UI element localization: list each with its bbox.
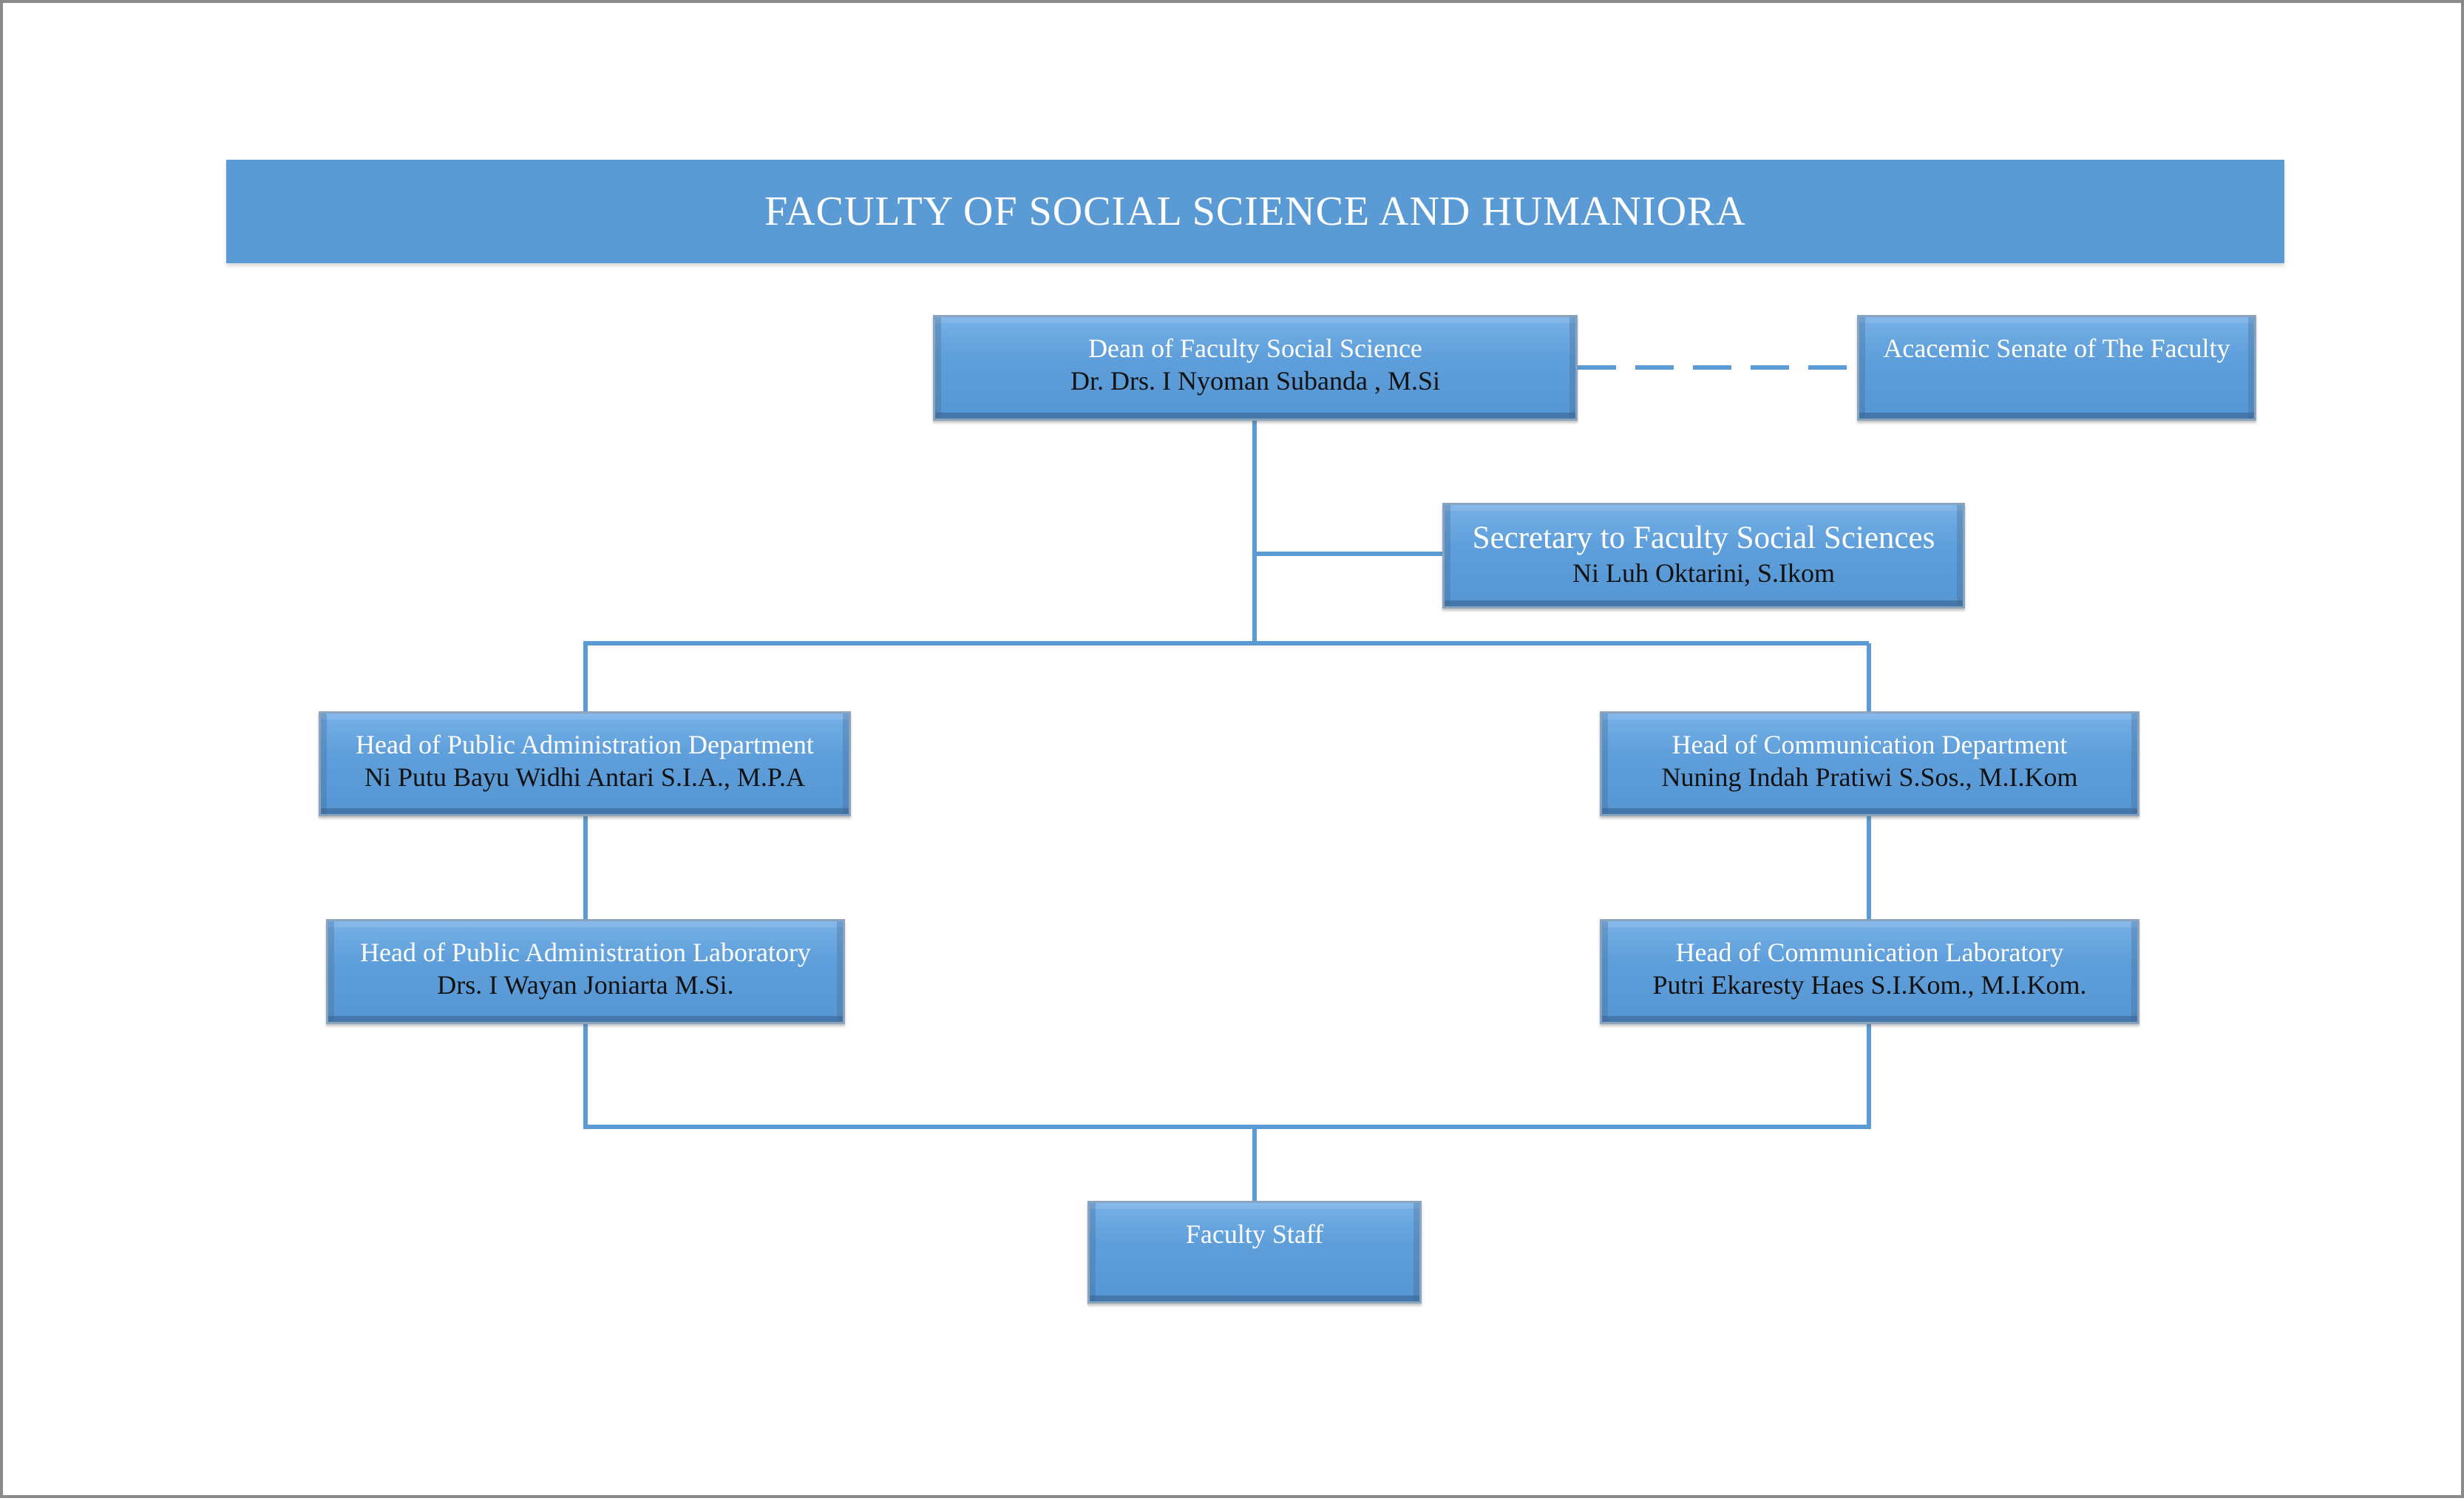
node-faculty-staff: Faculty Staff: [1087, 1201, 1422, 1304]
public-admin-dept-person: Ni Putu Bayu Widhi Antari S.I.A., M.P.A: [364, 762, 805, 792]
node-head-public-admin-lab: Head of Public Administration Laboratory…: [326, 919, 845, 1024]
secretary-role: Secretary to Faculty Social Sciences: [1472, 521, 1935, 555]
node-dean: Dean of Faculty Social Science Dr. Drs. …: [933, 315, 1578, 421]
node-head-public-admin-dept: Head of Public Administration Department…: [319, 711, 851, 816]
comm-lab-person: Putri Ekaresty Haes S.I.Kom., M.I.Kom.: [1652, 970, 2087, 1000]
secretary-person: Ni Luh Oktarini, S.Ikom: [1572, 558, 1835, 588]
dean-person: Dr. Drs. I Nyoman Subanda , M.Si: [1070, 366, 1440, 396]
chart-title-bar: FACULTY OF SOCIAL SCIENCE AND HUMANIORA: [226, 160, 2284, 263]
node-head-comm-dept: Head of Communication Department Nuning …: [1600, 711, 2139, 816]
node-head-comm-lab: Head of Communication Laboratory Putri E…: [1600, 919, 2139, 1024]
dean-role: Dean of Faculty Social Science: [1088, 333, 1422, 363]
node-academic-senate: Acacemic Senate of The Faculty: [1857, 315, 2256, 421]
comm-dept-role: Head of Communication Department: [1671, 730, 2068, 759]
connector-lines: [583, 365, 1871, 1201]
chart-title: FACULTY OF SOCIAL SCIENCE AND HUMANIORA: [764, 189, 1746, 234]
faculty-staff-role: Faculty Staff: [1185, 1219, 1324, 1249]
public-admin-lab-role: Head of Public Administration Laboratory: [360, 938, 811, 967]
comm-lab-role: Head of Communication Laboratory: [1675, 938, 2064, 967]
node-secretary: Secretary to Faculty Social Sciences Ni …: [1442, 503, 1965, 609]
comm-dept-person: Nuning Indah Pratiwi S.Sos., M.I.Kom: [1661, 762, 2078, 792]
public-admin-dept-role: Head of Public Administration Department: [356, 730, 814, 759]
public-admin-lab-person: Drs. I Wayan Joniarta M.Si.: [437, 970, 734, 1000]
senate-role: Acacemic Senate of The Faculty: [1883, 333, 2230, 363]
